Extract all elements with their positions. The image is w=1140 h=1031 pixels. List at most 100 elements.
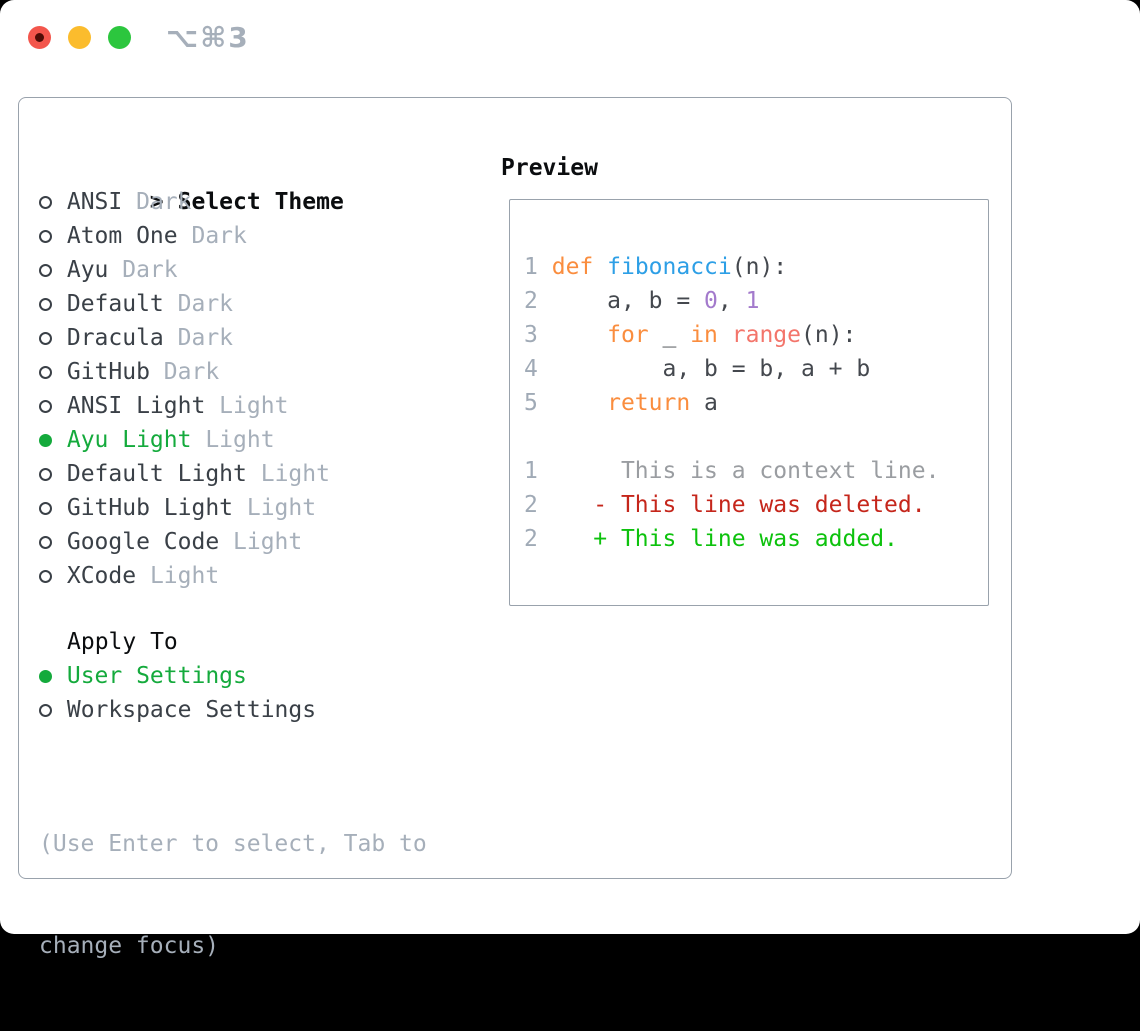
apply-item-workspace-settings[interactable]: Workspace Settings bbox=[39, 693, 427, 727]
theme-variant-label: Light bbox=[246, 461, 330, 487]
code-token: fibonacci bbox=[607, 254, 732, 280]
apply-to-list: User Settings Workspace Settings bbox=[39, 659, 427, 727]
theme-variant-label: Dark bbox=[163, 291, 234, 317]
radio-unselected-icon bbox=[39, 502, 52, 515]
theme-picker-panel: >Select Theme ANSI Dark Atom One Dark Ay… bbox=[18, 97, 1012, 959]
window-titlebar: ⌥⌘3 bbox=[0, 0, 1140, 74]
option-label: XCode bbox=[53, 563, 137, 589]
item-default[interactable]: Default Dark bbox=[39, 287, 427, 321]
radio-unselected-icon bbox=[39, 536, 52, 549]
code-token: a, b = bbox=[537, 288, 705, 314]
help-line-2: change focus) bbox=[39, 933, 220, 959]
apply-item-user-settings[interactable]: User Settings bbox=[39, 659, 427, 693]
code-token: return bbox=[607, 390, 691, 416]
line-number: 2 bbox=[524, 492, 538, 518]
code-token bbox=[538, 322, 607, 348]
item-dracula[interactable]: Dracula Dark bbox=[39, 321, 427, 355]
code-line: 1 def fibonacci(n): bbox=[524, 250, 939, 284]
code-token: for bbox=[607, 322, 649, 348]
code-token bbox=[538, 390, 607, 416]
code-token: def bbox=[551, 254, 594, 280]
line-number: 2 bbox=[524, 526, 538, 552]
item-atom-one[interactable]: Atom One Dark bbox=[39, 219, 427, 253]
theme-variant-label: Dark bbox=[108, 257, 178, 283]
code-token: (n): bbox=[731, 254, 788, 280]
theme-variant-label: Light bbox=[136, 563, 220, 589]
option-label: ANSI bbox=[53, 189, 123, 215]
item-ansi[interactable]: ANSI Dark bbox=[39, 185, 427, 219]
radio-unselected-icon bbox=[39, 704, 52, 717]
code-token bbox=[593, 254, 607, 280]
code-line: 2 - This line was deleted. bbox=[524, 488, 939, 522]
code-token: 1 bbox=[745, 288, 760, 314]
radio-unselected-icon bbox=[39, 468, 52, 481]
window-shortcut-label: ⌥⌘3 bbox=[166, 21, 250, 54]
line-number: 5 bbox=[524, 390, 538, 416]
item-ayu-light[interactable]: Ayu Light Light bbox=[39, 423, 427, 457]
close-button[interactable] bbox=[28, 26, 51, 49]
code-line: 1 This is a context line. bbox=[524, 454, 939, 488]
code-token: (n): bbox=[801, 322, 857, 348]
line-number: 1 bbox=[524, 254, 538, 280]
close-dot-icon bbox=[35, 33, 44, 42]
code-token bbox=[718, 322, 732, 348]
select-theme-title: Select Theme bbox=[177, 189, 344, 215]
minimize-button[interactable] bbox=[68, 26, 91, 49]
option-label: GitHub bbox=[53, 359, 150, 385]
option-label: Default bbox=[53, 291, 164, 317]
zoom-button[interactable] bbox=[108, 26, 131, 49]
theme-variant-label: Dark bbox=[163, 325, 234, 351]
code-line: 2 + This line was added. bbox=[524, 522, 939, 556]
option-label: Default Light bbox=[53, 461, 247, 487]
line-number: 3 bbox=[524, 322, 538, 348]
code-token: a bbox=[690, 390, 718, 416]
radio-unselected-icon bbox=[39, 230, 52, 243]
theme-variant-label: Dark bbox=[149, 359, 220, 385]
radio-selected-icon bbox=[39, 670, 52, 683]
code-token: in bbox=[690, 322, 718, 348]
radio-unselected-icon bbox=[39, 298, 52, 311]
option-label: Atom One bbox=[53, 223, 178, 249]
item-github[interactable]: GitHub Dark bbox=[39, 355, 427, 389]
select-theme-header: >Select Theme bbox=[39, 151, 427, 215]
radio-unselected-icon bbox=[39, 570, 52, 583]
item-github-light[interactable]: GitHub Light Light bbox=[39, 491, 427, 525]
spacer bbox=[39, 727, 427, 759]
option-label: Ayu bbox=[53, 257, 109, 283]
theme-variant-label: Dark bbox=[122, 189, 192, 215]
code-token: 0 bbox=[704, 288, 718, 314]
option-label: Google Code bbox=[53, 529, 220, 555]
item-ayu[interactable]: Ayu Dark bbox=[39, 253, 427, 287]
code-line: 5 return a bbox=[524, 386, 939, 420]
code-token: - This line was deleted. bbox=[537, 492, 926, 518]
option-label: Ayu Light bbox=[53, 427, 192, 453]
code-token: _ bbox=[648, 322, 691, 348]
item-ansi-light[interactable]: ANSI Light Light bbox=[39, 389, 427, 423]
code-token bbox=[538, 254, 552, 280]
radio-unselected-icon bbox=[39, 196, 52, 209]
item-google-code[interactable]: Google Code Light bbox=[39, 525, 427, 559]
code-token: , bbox=[717, 288, 746, 314]
code-token: range bbox=[731, 322, 802, 348]
item-default-light[interactable]: Default Light Light bbox=[39, 457, 427, 491]
theme-variant-label: Light bbox=[219, 529, 303, 555]
code-line: 2 a, b = 0, 1 bbox=[524, 284, 939, 318]
theme-variant-label: Dark bbox=[177, 223, 247, 249]
option-label: User Settings bbox=[53, 663, 247, 689]
code-line: 4 a, b = b, a + b bbox=[524, 352, 939, 386]
line-number: 1 bbox=[524, 458, 538, 484]
item-xcode[interactable]: XCode Light bbox=[39, 559, 427, 593]
code-token: This is a context line. bbox=[537, 458, 940, 484]
line-number: 4 bbox=[524, 356, 538, 382]
option-label: ANSI Light bbox=[53, 393, 206, 419]
radio-unselected-icon bbox=[39, 264, 52, 277]
app-window: ⌥⌘3 >Select Theme ANSI Dark Atom One Dar… bbox=[0, 0, 1140, 959]
radio-selected-icon bbox=[39, 434, 52, 447]
spacer bbox=[39, 593, 427, 625]
radio-unselected-icon bbox=[39, 332, 52, 345]
code-blank-line bbox=[524, 420, 939, 454]
theme-variant-label: Light bbox=[233, 495, 317, 521]
code-token: + This line was added. bbox=[537, 526, 898, 552]
